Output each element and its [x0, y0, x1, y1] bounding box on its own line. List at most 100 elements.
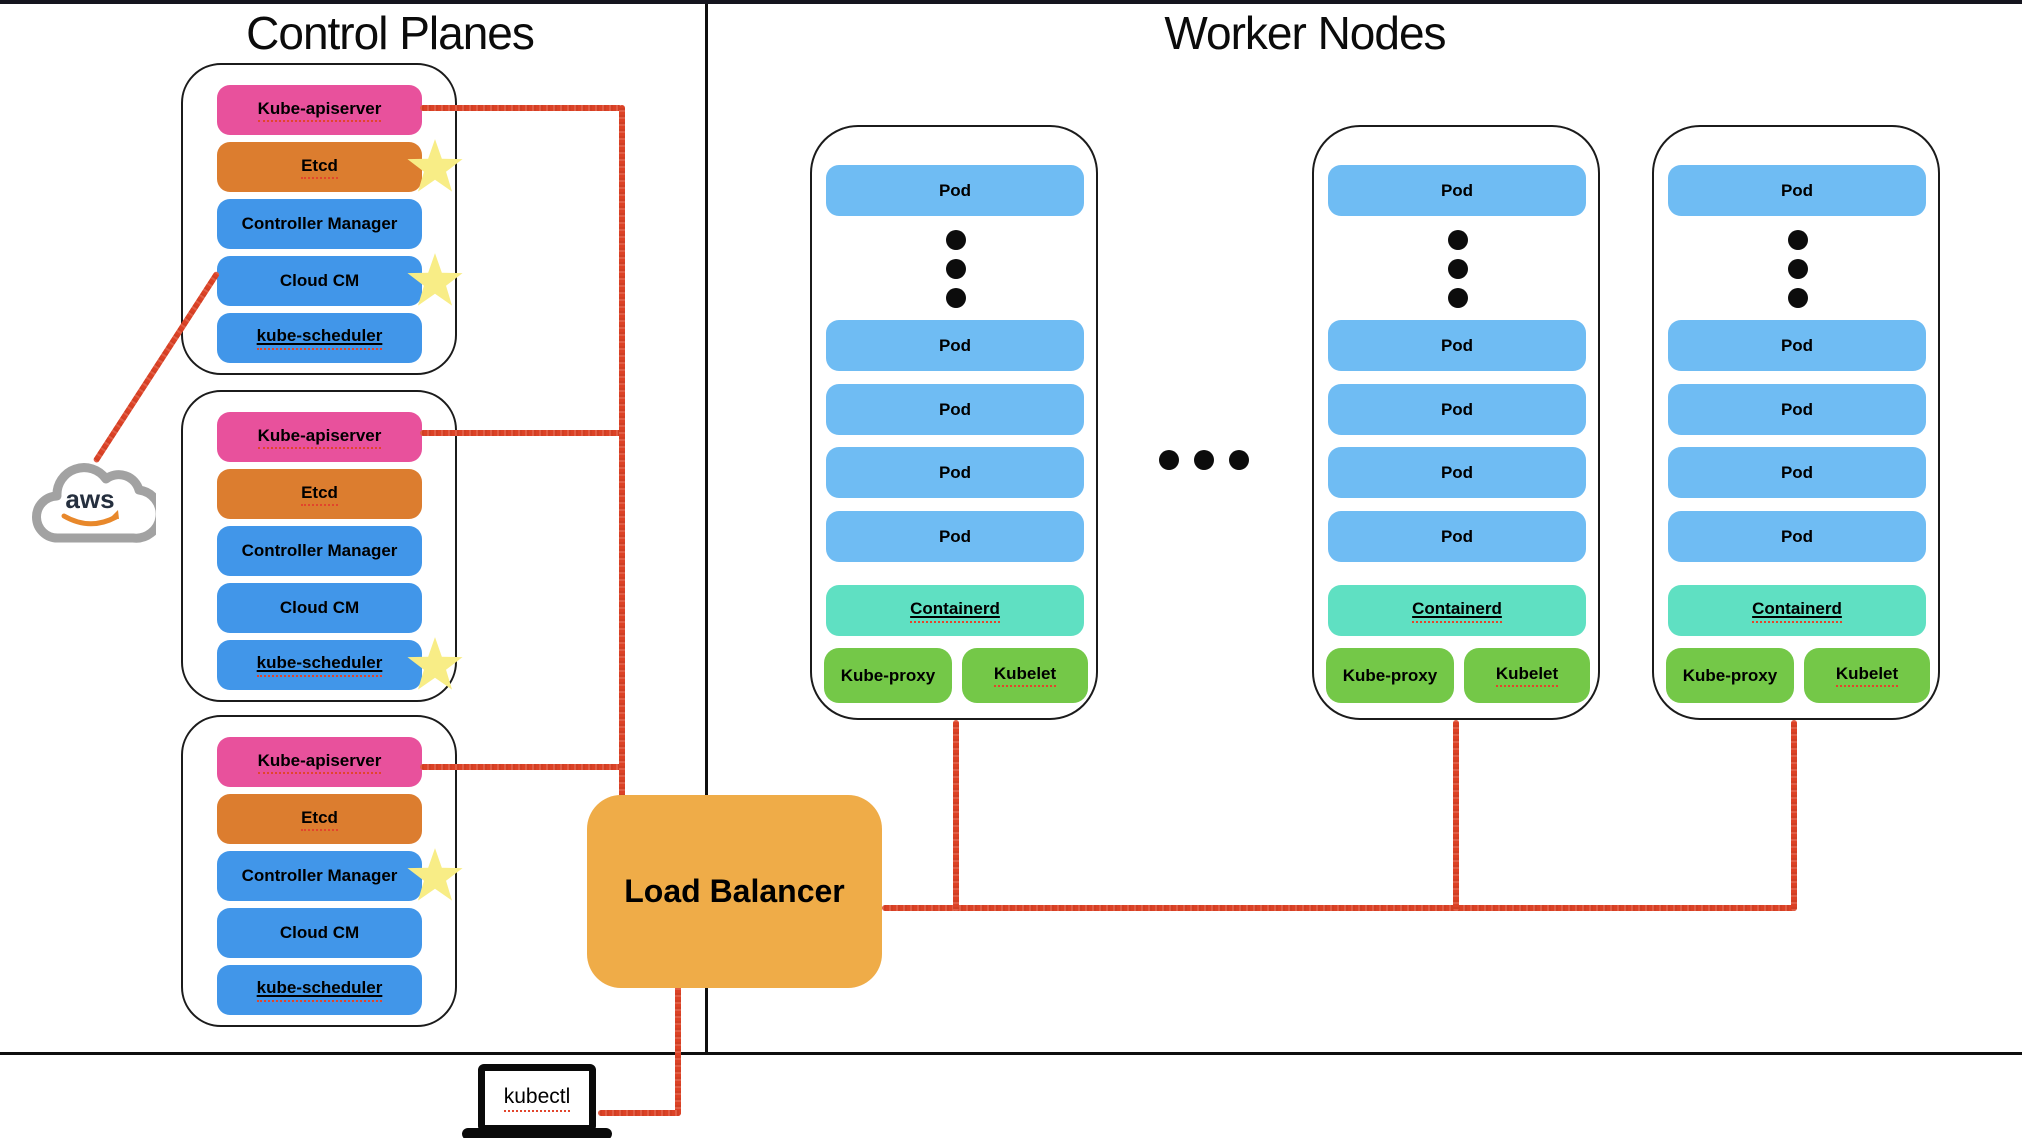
kubelet-pill: Kubelet [1804, 648, 1930, 703]
kube-proxy-pill: Kube-proxy [824, 648, 952, 703]
pod-pill: Pod [1668, 384, 1926, 435]
worker-node-box-2: Pod Pod Pod Pod Pod Containerd Kube-prox… [1312, 125, 1600, 720]
controller-manager-label: Controller Manager [241, 214, 398, 233]
connector-node3-drop [1791, 720, 1797, 911]
kubelet-label: Kubelet [1835, 664, 1899, 687]
connector-kubectl-line [598, 1110, 681, 1116]
vertical-ellipsis-dot [1448, 230, 1468, 250]
kube-apiserver-label: Kube-apiserver [257, 99, 382, 122]
kube-scheduler-pill: kube-scheduler [217, 313, 422, 363]
pod-label: Pod [938, 526, 972, 546]
control-plane-box-1: Kube-apiserver Etcd Controller Manager C… [181, 63, 463, 375]
pod-label: Pod [1780, 180, 1814, 200]
kubelet-pill: Kubelet [1464, 648, 1590, 703]
etcd-label: Etcd [301, 808, 338, 831]
worker-node-box-1: Pod Pod Pod Pod Pod Containerd Kube-prox… [810, 125, 1098, 720]
kube-proxy-label: Kube-proxy [1342, 665, 1438, 685]
star-icon [406, 847, 464, 905]
connector-apiserver1-to-trunk [420, 105, 622, 111]
pod-label: Pod [1780, 335, 1814, 355]
vertical-ellipsis-dot [946, 230, 966, 250]
containerd-label: Containerd [1752, 599, 1842, 623]
aws-label: aws [65, 484, 114, 514]
ellipsis-dot [1159, 450, 1179, 470]
kube-proxy-label: Kube-proxy [1682, 665, 1778, 685]
cloud-cm-label: Cloud CM [279, 598, 360, 617]
connector-trunk-to-loadbalancer [619, 105, 625, 798]
vertical-ellipsis-dot [1448, 288, 1468, 308]
controller-manager-pill: Controller Manager [217, 851, 422, 901]
pod-pill: Pod [1668, 447, 1926, 498]
star-icon [406, 636, 464, 694]
pod-pill: Pod [1668, 511, 1926, 562]
cloud-cm-pill: Cloud CM [217, 256, 422, 306]
pod-pill: Pod [826, 320, 1084, 371]
cloud-cm-label: Cloud CM [279, 271, 360, 290]
control-plane-box-3: Kube-apiserver Etcd Controller Manager C… [181, 715, 463, 1027]
kubectl-laptop-base [462, 1128, 612, 1138]
etcd-pill: Etcd [217, 794, 422, 844]
pod-pill: Pod [1668, 165, 1926, 216]
vertical-ellipsis-dot [946, 259, 966, 279]
cloud-cm-pill: Cloud CM [217, 908, 422, 958]
etcd-label: Etcd [301, 156, 338, 179]
pod-pill: Pod [1668, 320, 1926, 371]
load-balancer-label: Load Balancer [624, 873, 845, 909]
worker-nodes-title: Worker Nodes [1164, 7, 1446, 59]
pod-label: Pod [1440, 180, 1474, 200]
kube-apiserver-pill: Kube-apiserver [217, 412, 422, 462]
containerd-pill: Containerd [1328, 585, 1586, 636]
vertical-ellipsis-dot [946, 288, 966, 308]
connector-apiserver2-to-trunk [420, 430, 622, 436]
etcd-pill: Etcd [217, 142, 422, 192]
pod-label: Pod [1440, 399, 1474, 419]
pod-label: Pod [1780, 462, 1814, 482]
containerd-label: Containerd [1412, 599, 1502, 623]
control-planes-title: Control Planes [246, 7, 535, 59]
worker-node-box-3: Pod Pod Pod Pod Pod Containerd Kube-prox… [1652, 125, 1940, 720]
pod-pill: Pod [826, 511, 1084, 562]
vertical-ellipsis-dot [1448, 259, 1468, 279]
panel-divider-line [705, 4, 708, 1053]
pod-label: Pod [1780, 526, 1814, 546]
kube-proxy-label: Kube-proxy [840, 665, 936, 685]
kube-apiserver-label: Kube-apiserver [257, 751, 382, 774]
etcd-label: Etcd [301, 483, 338, 506]
containerd-pill: Containerd [1668, 585, 1926, 636]
containerd-label: Containerd [910, 599, 1000, 623]
kubelet-label: Kubelet [1495, 664, 1559, 687]
vertical-ellipsis-dot [1788, 259, 1808, 279]
kube-apiserver-pill: Kube-apiserver [217, 737, 422, 787]
kube-scheduler-label: kube-scheduler [256, 653, 383, 677]
connector-loadbalancer-to-kubectl-drop [675, 985, 681, 1116]
kubelet-label: Kubelet [993, 664, 1057, 687]
kube-apiserver-pill: Kube-apiserver [217, 85, 422, 135]
pod-pill: Pod [1328, 384, 1586, 435]
kube-apiserver-label: Kube-apiserver [257, 426, 382, 449]
connector-node1-drop [953, 720, 959, 911]
cloud-cm-pill: Cloud CM [217, 583, 422, 633]
kubectl-label: kubectl [503, 1085, 571, 1112]
ellipsis-dot [1229, 450, 1249, 470]
ellipsis-dot [1194, 450, 1214, 470]
controller-manager-label: Controller Manager [241, 541, 398, 560]
bottom-section-line [0, 1052, 2022, 1055]
pod-pill: Pod [826, 165, 1084, 216]
pod-label: Pod [938, 335, 972, 355]
connector-node2-drop [1453, 720, 1459, 911]
kubelet-pill: Kubelet [962, 648, 1088, 703]
connector-apiserver3-to-trunk [420, 764, 622, 770]
controller-manager-pill: Controller Manager [217, 199, 422, 249]
pod-pill: Pod [1328, 511, 1586, 562]
connector-loadbalancer-to-nodes [882, 905, 1797, 911]
pod-pill: Pod [1328, 165, 1586, 216]
cloud-cm-label: Cloud CM [279, 923, 360, 942]
pod-pill: Pod [826, 447, 1084, 498]
kubectl-laptop-icon: kubectl [478, 1064, 596, 1132]
pod-label: Pod [1440, 462, 1474, 482]
kube-proxy-pill: Kube-proxy [1326, 648, 1454, 703]
top-border-line [0, 0, 2022, 4]
control-plane-box-2: Kube-apiserver Etcd Controller Manager C… [181, 390, 463, 702]
controller-manager-pill: Controller Manager [217, 526, 422, 576]
